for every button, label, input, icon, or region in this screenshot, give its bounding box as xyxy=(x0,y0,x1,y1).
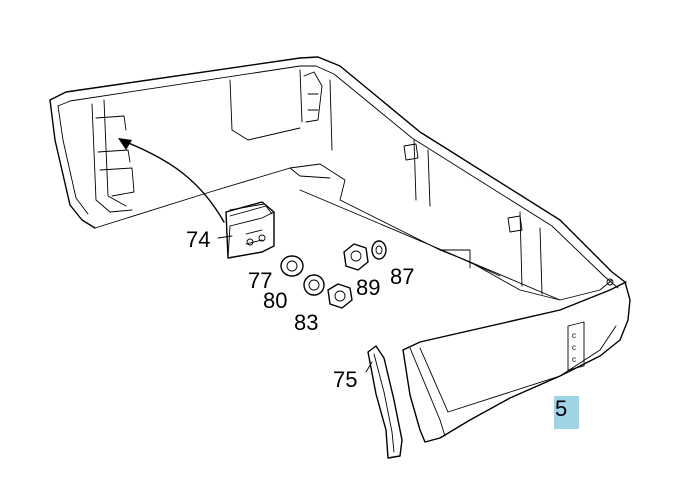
callout-labels: 74 77 80 83 89 87 75 5 xyxy=(186,227,567,421)
leader-lines xyxy=(217,235,373,373)
assembly-arrow xyxy=(118,138,225,223)
svg-text:c: c xyxy=(572,343,576,352)
washer-part-87 xyxy=(371,240,387,260)
callout-87: 87 xyxy=(390,264,414,289)
callout-80: 80 xyxy=(263,288,287,313)
nut-part-89 xyxy=(343,243,369,271)
nut-part-83 xyxy=(327,283,353,309)
washer-part-80 xyxy=(303,274,325,296)
callout-75: 75 xyxy=(333,367,357,392)
bumper-cover: c c c xyxy=(49,56,631,443)
svg-text:c: c xyxy=(572,331,576,340)
callout-83: 83 xyxy=(294,310,318,335)
callout-5-highlight xyxy=(554,396,579,429)
svg-text:c: c xyxy=(572,355,576,364)
bracket-part-74 xyxy=(225,201,275,259)
callout-77: 77 xyxy=(248,268,272,293)
callout-89: 89 xyxy=(356,275,380,300)
callout-5: 5 xyxy=(555,396,567,421)
callout-74: 74 xyxy=(186,227,210,252)
washer-part-77 xyxy=(280,255,304,277)
trim-strip-part-75 xyxy=(367,345,403,459)
